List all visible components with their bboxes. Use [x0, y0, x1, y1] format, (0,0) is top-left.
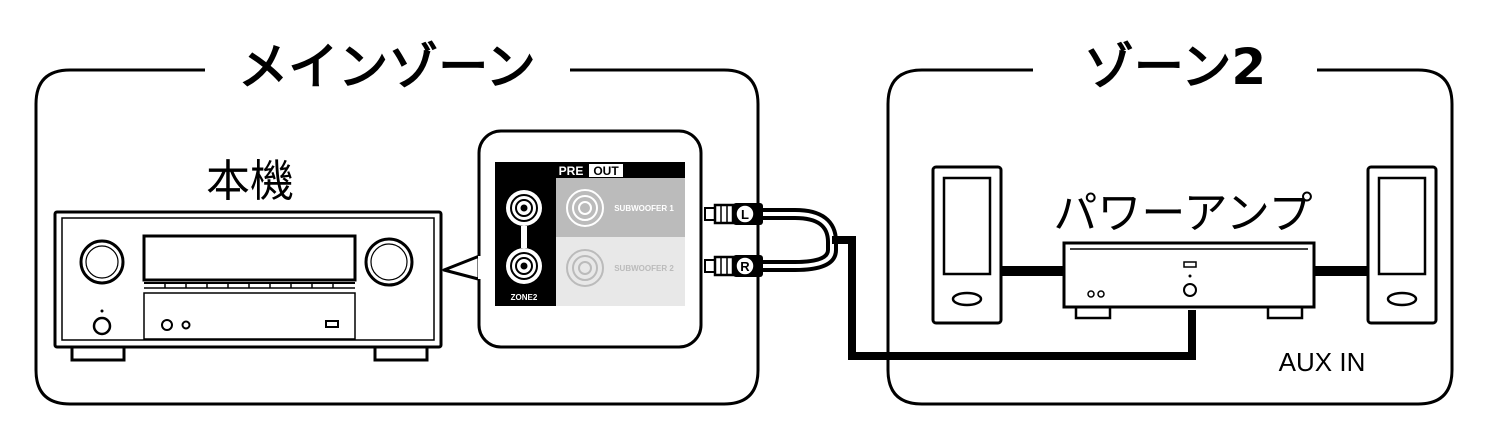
zone2-title: ゾーン2 — [1084, 38, 1266, 96]
zone2-frame: ゾーン2 — [886, 38, 1454, 406]
amp-indicator-icon — [1183, 261, 1197, 268]
power-button-icon — [92, 316, 112, 336]
right-rca-plug-icon: R — [704, 255, 763, 277]
left-plug-label: L — [741, 207, 749, 222]
out-label: OUT — [593, 164, 619, 178]
subwoofer1-label: SUBWOOFER 1 — [614, 204, 674, 213]
left-speaker-icon — [931, 165, 1003, 325]
zone2-left-jack-icon — [506, 190, 542, 226]
main-unit-label: 本機 — [206, 156, 294, 207]
right-knob-icon — [364, 237, 414, 287]
zone2-panel-label: ZONE2 — [511, 293, 538, 302]
zone2-right-jack-icon — [506, 248, 542, 284]
setup-mic-jack-icon — [181, 320, 191, 330]
amp-power-button-icon — [1183, 283, 1197, 297]
power-amplifier — [1062, 241, 1316, 320]
main-zone-title: メインゾーン — [238, 38, 536, 96]
pre-label: PRE — [559, 164, 584, 178]
usb-port-icon — [325, 320, 339, 328]
right-plug-label: R — [740, 259, 750, 274]
pre-out-panel: PRE OUT ZONE2 SUBWOOFER 1 SUBWOOFE — [495, 162, 685, 306]
left-knob-icon — [79, 239, 125, 285]
subwoofer2-label: SUBWOOFER 2 — [614, 264, 674, 273]
main-zone-frame: メインゾーン — [34, 38, 760, 406]
power-amp-label: パワーアンプ — [1053, 188, 1312, 239]
rca-cable: L R — [704, 203, 1196, 360]
subwoofer1-jack-icon — [566, 189, 604, 227]
left-rca-plug-icon: L — [704, 203, 763, 225]
headphone-jack-icon — [161, 319, 173, 331]
right-speaker-icon — [1366, 165, 1438, 325]
subwoofer2-jack-icon — [566, 249, 604, 287]
aux-in-label: AUX IN — [1279, 347, 1366, 377]
av-receiver — [53, 210, 443, 362]
display-window — [142, 234, 357, 282]
